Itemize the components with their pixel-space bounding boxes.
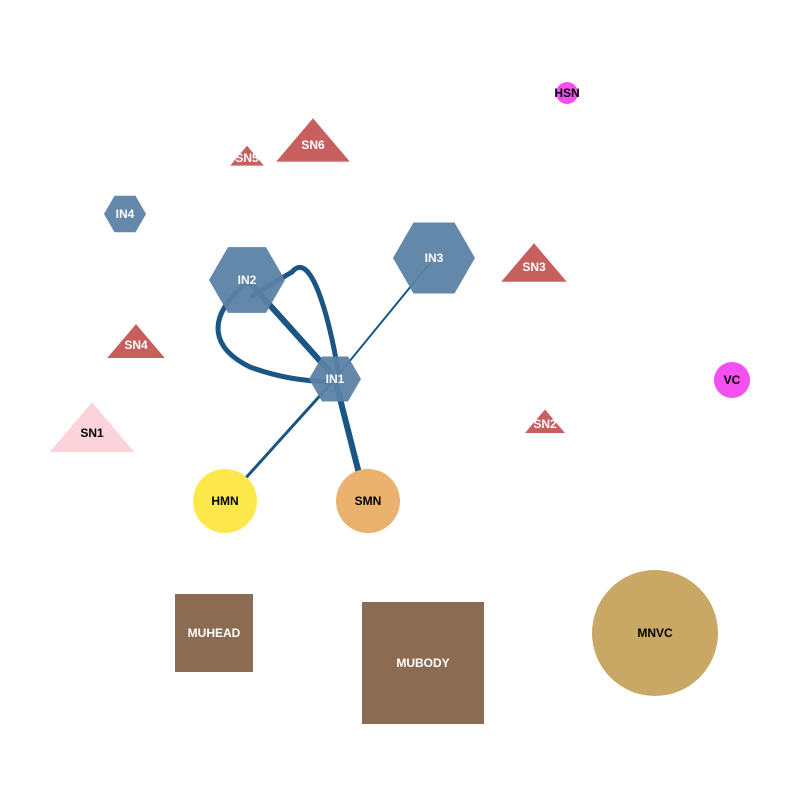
node-in1[interactable]: IN1 [309,356,361,402]
node-shape-in1 [309,356,361,402]
node-shape-muhead [175,594,253,672]
node-label-muhead: MUHEAD [188,626,241,640]
node-shape-in2 [209,247,285,313]
node-vc[interactable]: VC [714,362,750,398]
node-label-sn2: SN2 [533,417,557,431]
node-shape-sn1 [49,402,135,453]
node-shape-sn5 [230,145,264,166]
node-shape-mubody [362,602,484,724]
node-muhead[interactable]: MUHEAD [175,594,253,672]
node-label-in2: IN2 [238,273,257,287]
node-hsn[interactable]: HSN [554,82,580,104]
node-mubody[interactable]: MUBODY [362,602,484,724]
node-shape-vc [714,362,750,398]
node-shape-sn4 [107,324,165,358]
node-shape-in4 [104,195,146,233]
node-label-smn: SMN [355,494,382,508]
node-label-mubody: MUBODY [396,656,449,670]
node-smn[interactable]: SMN [336,469,400,533]
node-in2[interactable]: IN2 [209,247,285,313]
node-shape-smn [336,469,400,533]
node-shape-hmn [193,469,257,533]
node-in3[interactable]: IN3 [393,222,475,294]
node-sn3[interactable]: SN3 [501,243,567,282]
node-shape-sn6 [276,118,350,162]
edge-in2-in1 [215,276,333,385]
node-label-in1: IN1 [326,372,345,386]
node-label-sn3: SN3 [522,260,546,274]
node-label-in4: IN4 [116,207,135,221]
node-label-hmn: HMN [211,494,238,508]
node-sn6[interactable]: SN6 [276,118,350,162]
node-label-mnvc: MNVC [637,626,673,640]
node-sn2[interactable]: SN2 [525,409,565,434]
node-sn1[interactable]: SN1 [49,402,135,453]
node-shape-in3 [393,222,475,294]
node-mnvc[interactable]: MNVC [592,570,718,696]
node-shape-hsn [556,82,578,104]
node-shape-sn3 [501,243,567,282]
node-label-sn1: SN1 [80,426,104,440]
node-in4[interactable]: IN4 [104,195,146,233]
node-label-in3: IN3 [425,251,444,265]
node-shape-mnvc [592,570,718,696]
node-label-sn6: SN6 [301,138,325,152]
node-sn4[interactable]: SN4 [107,324,165,358]
node-hmn[interactable]: HMN [193,469,257,533]
node-sn5[interactable]: SN5 [230,145,264,166]
node-label-sn5: SN5 [235,151,259,165]
node-label-hsn: HSN [554,86,579,100]
node-shape-sn2 [525,409,565,433]
node-label-sn4: SN4 [124,338,148,352]
node-label-vc: VC [724,373,741,387]
